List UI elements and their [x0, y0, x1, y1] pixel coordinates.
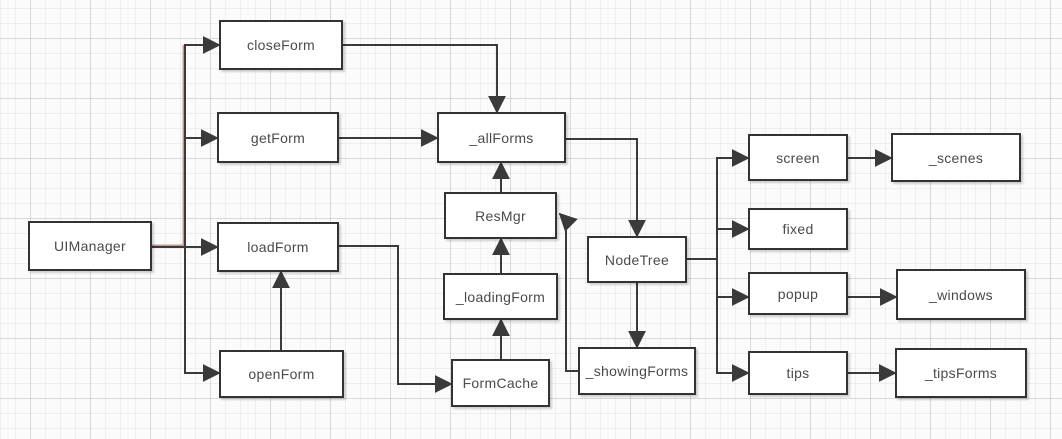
- node-label: NodeTree: [604, 251, 670, 268]
- node-label: fixed: [782, 221, 814, 237]
- node-popup[interactable]: popup: [748, 272, 848, 315]
- node-nodetree[interactable]: NodeTree: [587, 236, 687, 283]
- edge-nodetree-tips: [687, 258, 750, 382]
- node-showingforms[interactable]: _showingForms: [578, 347, 696, 395]
- edge-uimanager-openform: [150, 246, 221, 382]
- node-label: _scenes: [928, 149, 984, 166]
- node-uimanager[interactable]: UIManager: [28, 221, 152, 271]
- edge-showingforms-resmgr: [558, 212, 578, 372]
- node-scenes[interactable]: _scenes: [891, 133, 1021, 182]
- node-resmgr[interactable]: ResMgr: [444, 192, 557, 239]
- node-fixed[interactable]: fixed: [748, 208, 848, 250]
- node-label: getForm: [250, 129, 306, 146]
- node-loadform[interactable]: loadForm: [217, 222, 339, 272]
- node-openform[interactable]: openForm: [219, 350, 344, 398]
- node-loadingform[interactable]: _loadingForm: [443, 273, 558, 320]
- node-windows[interactable]: _windows: [896, 269, 1026, 320]
- edge-trunk-tint: [150, 45, 185, 247]
- node-label: FormCache: [462, 375, 539, 391]
- edge-allforms-nodetree: [566, 138, 646, 238]
- node-label: UIManager: [54, 238, 126, 254]
- node-label: openForm: [248, 366, 315, 382]
- node-label: _loadingForm: [455, 288, 546, 305]
- node-label: popup: [777, 285, 819, 302]
- node-label: closeForm: [246, 37, 316, 53]
- node-closeform[interactable]: closeForm: [219, 20, 343, 70]
- node-getform[interactable]: getForm: [217, 112, 339, 163]
- node-label: _allForms: [469, 129, 534, 146]
- node-screen[interactable]: screen: [748, 134, 848, 181]
- node-label: tips: [786, 365, 810, 381]
- node-allforms[interactable]: _allForms: [437, 112, 566, 163]
- node-tipsforms[interactable]: _tipsForms: [895, 348, 1027, 398]
- edge-loadform-formcache: [339, 245, 453, 393]
- edge-closeform-allforms: [343, 44, 506, 114]
- node-label: _windows: [929, 286, 993, 303]
- node-tips[interactable]: tips: [748, 351, 848, 395]
- node-formcache[interactable]: FormCache: [451, 359, 550, 407]
- node-label: loadForm: [247, 239, 309, 255]
- node-label: _showingForms: [585, 363, 689, 379]
- node-label: ResMgr: [475, 207, 526, 224]
- node-label: _tipsForms: [924, 365, 998, 381]
- edge-nodetree-fixed: [687, 220, 750, 260]
- node-label: screen: [776, 149, 820, 166]
